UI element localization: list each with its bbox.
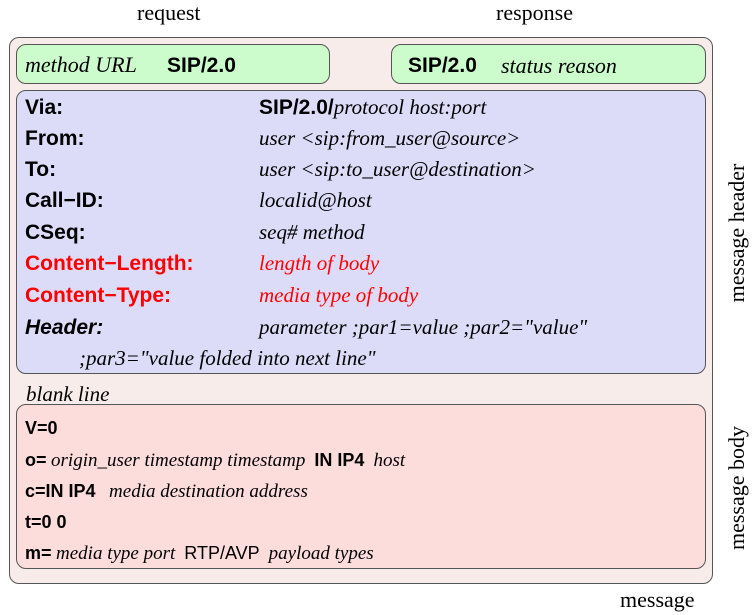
- status-version: SIP/2.0: [408, 54, 477, 77]
- blank-line-label: blank line: [26, 382, 110, 406]
- body-value: media type port: [56, 543, 176, 564]
- header-label: To:: [25, 158, 57, 181]
- body-host: host: [373, 450, 406, 471]
- method-url: method URL: [25, 52, 137, 77]
- body-row-t: t=0 0: [25, 512, 67, 532]
- header-value-bold: SIP/2.0/: [259, 96, 334, 119]
- header-label: From:: [25, 127, 85, 150]
- status-line-box: SIP/2.0 status reason: [391, 44, 706, 84]
- message-body-caption: message body: [724, 425, 749, 551]
- status-reason: status reason: [501, 53, 617, 78]
- header-label: Call−ID:: [25, 189, 104, 212]
- body-row-v: V=0: [25, 418, 58, 438]
- body-row-m: m= media type port RTP/AVP payload types: [25, 538, 374, 569]
- message-header-caption: message header: [724, 163, 749, 303]
- body-network: IN IP4: [314, 450, 365, 470]
- header-value: seq# method: [259, 220, 365, 244]
- header-box: Via: SIP/2.0/protocol host:port From: user…: [16, 90, 706, 374]
- request-caption: request: [137, 0, 201, 25]
- response-caption: response: [496, 0, 573, 25]
- header-label: CSeq:: [25, 221, 86, 244]
- body-key: c=IN IP4: [25, 481, 96, 501]
- header-label: Content−Length:: [25, 252, 194, 275]
- body-key: o=: [25, 450, 47, 470]
- header-value: user <sip:from_user@source>: [259, 126, 521, 150]
- message-caption: message: [620, 587, 695, 612]
- header-value: localid@host: [259, 188, 372, 212]
- header-label: Via:: [25, 96, 64, 119]
- body-row-o: o= origin_user timestamp timestamp IN IP…: [25, 445, 405, 476]
- header-value: parameter ;par1=value ;par2="value": [259, 315, 588, 339]
- header-label: Content−Type:: [25, 284, 172, 307]
- header-value: media type of body: [259, 283, 419, 307]
- body-box: V=0 o= origin_user timestamp timestamp I…: [16, 404, 706, 569]
- body-key: m=: [25, 543, 52, 563]
- body-row-c: c=IN IP4 media destination address: [25, 476, 308, 507]
- header-label: Header:: [25, 316, 104, 339]
- body-payload: payload types: [268, 543, 374, 564]
- request-line-box: method URL SIP/2.0: [16, 44, 330, 84]
- header-value: user <sip:to_user@destination>: [259, 157, 536, 181]
- body-value: media destination address: [109, 481, 308, 502]
- header-value: protocol host:port: [333, 95, 487, 119]
- header-continuation: ;par3="value folded into next line": [79, 346, 376, 370]
- header-value: length of body: [259, 251, 380, 275]
- request-version: SIP/2.0: [167, 54, 236, 77]
- body-protocol: RTP/AVP: [184, 543, 260, 563]
- body-value: origin_user timestamp timestamp: [51, 450, 306, 471]
